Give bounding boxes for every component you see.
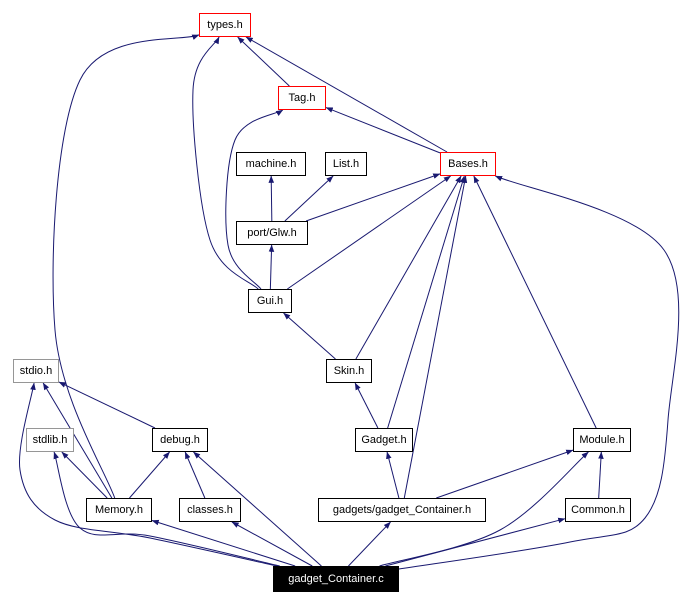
edge-gadget-skin	[354, 382, 379, 429]
edge-glw-list	[284, 175, 334, 222]
graph-node-glw[interactable]: port/Glw.h	[236, 221, 308, 245]
edge-tag-types	[237, 36, 290, 87]
graph-node-stdio: stdio.h	[13, 359, 59, 383]
edge-glw-machine	[268, 175, 275, 222]
edge-gcc-module	[379, 451, 589, 567]
graph-node-classes[interactable]: classes.h	[179, 498, 241, 522]
graph-node-debug[interactable]: debug.h	[152, 428, 208, 452]
edge-gui-bases	[287, 175, 451, 290]
edge-skin-gui	[283, 312, 336, 360]
graph-node-bases[interactable]: Bases.h	[440, 152, 496, 176]
graph-node-stdlib: stdlib.h	[26, 428, 74, 452]
edge-glw-bases	[305, 173, 441, 222]
graph-node-gcc: gadget_Container.c	[273, 566, 399, 592]
edge-gch-bases	[403, 175, 468, 499]
edge-gcc-stdio	[18, 382, 278, 567]
edge-memory-stdlib	[61, 451, 108, 499]
edge-memory-stdio	[42, 382, 113, 499]
edge-bases-types	[245, 36, 448, 153]
edge-gcc-classes	[231, 521, 313, 567]
edge-gcc-bases	[398, 175, 680, 570]
edge-module-bases	[473, 175, 597, 429]
graph-node-module[interactable]: Module.h	[573, 428, 631, 452]
graph-node-types[interactable]: types.h	[199, 13, 251, 37]
edge-memory-debug	[129, 451, 170, 499]
graph-node-skin[interactable]: Skin.h	[326, 359, 372, 383]
edge-gcc-stdlib	[53, 451, 280, 567]
edge-gui-tag	[225, 109, 284, 290]
graph-node-list[interactable]: List.h	[325, 152, 367, 176]
edge-bases-tag	[325, 107, 441, 154]
edge-common-module	[598, 451, 604, 499]
edge-skin-bases	[355, 175, 462, 360]
graph-node-gch[interactable]: gadgets/gadget_Container.h	[318, 498, 486, 522]
edge-gcc-memory	[151, 519, 296, 567]
edge-gch-module	[436, 449, 574, 499]
edge-gcc-common	[385, 517, 566, 567]
edge-gch-gadget	[386, 451, 400, 499]
edge-memory-types	[52, 34, 200, 499]
edge-gui-glw	[268, 244, 275, 290]
graph-node-tag[interactable]: Tag.h	[278, 86, 326, 110]
edge-gcc-debug	[193, 451, 322, 567]
edge-gadget-bases	[387, 175, 466, 429]
edge-classes-debug	[184, 451, 206, 499]
edge-gcc-gch	[348, 521, 391, 567]
graph-node-common[interactable]: Common.h	[565, 498, 631, 522]
edge-gui-types	[192, 36, 259, 290]
edge-debug-stdio	[58, 381, 156, 429]
graph-node-memory[interactable]: Memory.h	[86, 498, 152, 522]
graph-node-gadget[interactable]: Gadget.h	[355, 428, 413, 452]
graph-node-machine[interactable]: machine.h	[236, 152, 306, 176]
graph-node-gui[interactable]: Gui.h	[248, 289, 292, 313]
